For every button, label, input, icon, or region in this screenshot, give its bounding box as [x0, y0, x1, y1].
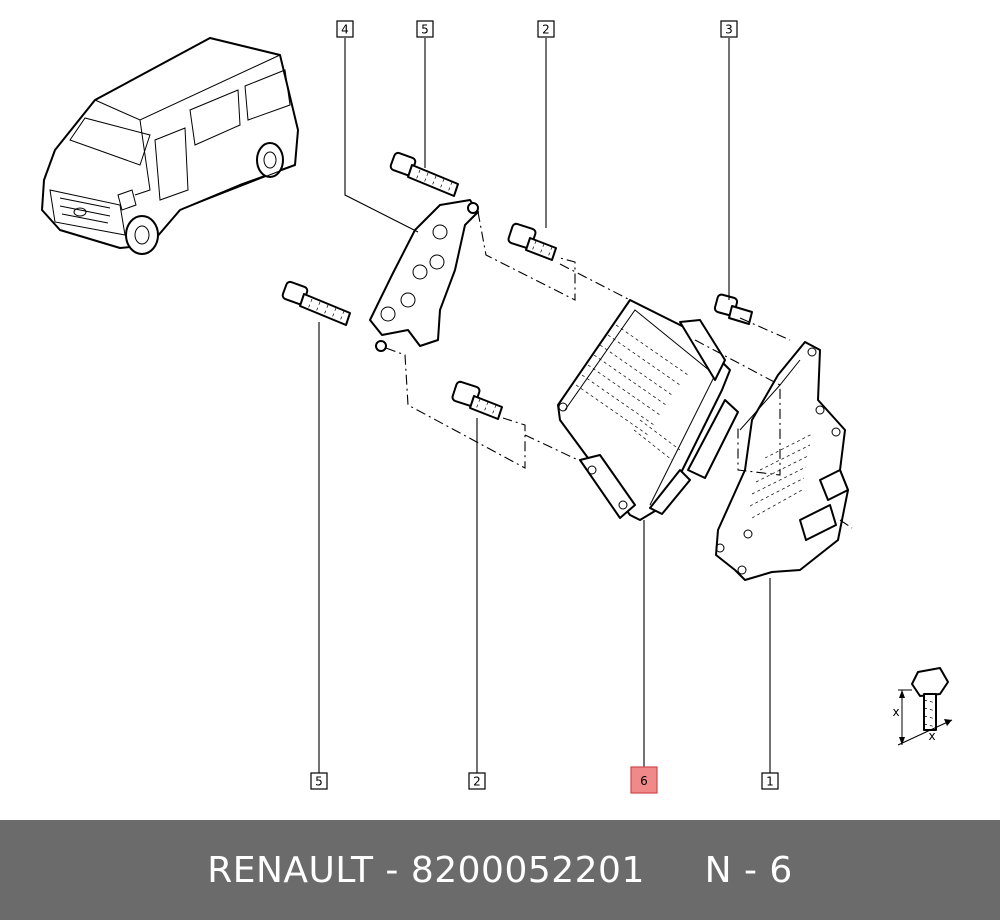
callout-6-highlighted: 6: [630, 766, 658, 794]
bolt-2-upper: [507, 222, 557, 261]
callout-2-top-label: 2: [542, 23, 550, 37]
ecu-surface-hatching: [575, 324, 689, 461]
plate-surface-hatching: [749, 433, 813, 519]
footer-bar: RENAULT - 8200052201 N - 6: [0, 820, 1000, 920]
callout-4: 4: [336, 20, 354, 38]
callout-6-label: 6: [640, 774, 648, 788]
bolt-2-lower: [451, 380, 503, 420]
van-illustration: [41, 37, 299, 255]
bolt-3: [713, 293, 753, 325]
callout-3-label: 3: [725, 23, 733, 37]
callout-leaders: [318, 38, 771, 773]
callout-4-label: 4: [341, 23, 349, 37]
torque-x-diagonal: x: [928, 729, 935, 743]
mounting-plate-1: [715, 341, 849, 581]
assembly-lines: [385, 211, 853, 529]
ecu-module-6: [557, 299, 739, 521]
callout-5-top: 5: [416, 20, 434, 38]
callout-2-bottom-label: 2: [473, 775, 481, 789]
part-number-caption: RENAULT - 8200052201 N - 6: [207, 849, 793, 891]
callout-1: 1: [761, 772, 779, 790]
callout-5-bottom-label: 5: [315, 775, 323, 789]
callout-2-bottom: 2: [468, 772, 486, 790]
torque-symbol-icon: x x: [892, 667, 953, 746]
bolt-5-top: [389, 151, 459, 197]
parts-diagram: 4 5 2 3 5 2 6 1 x x: [41, 20, 953, 794]
callout-3: 3: [720, 20, 738, 38]
callout-2-top: 2: [537, 20, 555, 38]
bolt-5-lower: [281, 280, 351, 326]
callout-1-label: 1: [766, 775, 774, 789]
callout-5-top-label: 5: [421, 23, 429, 37]
bracket-4: [369, 199, 479, 352]
callout-5-bottom: 5: [310, 772, 328, 790]
torque-x-vertical: x: [892, 705, 899, 719]
